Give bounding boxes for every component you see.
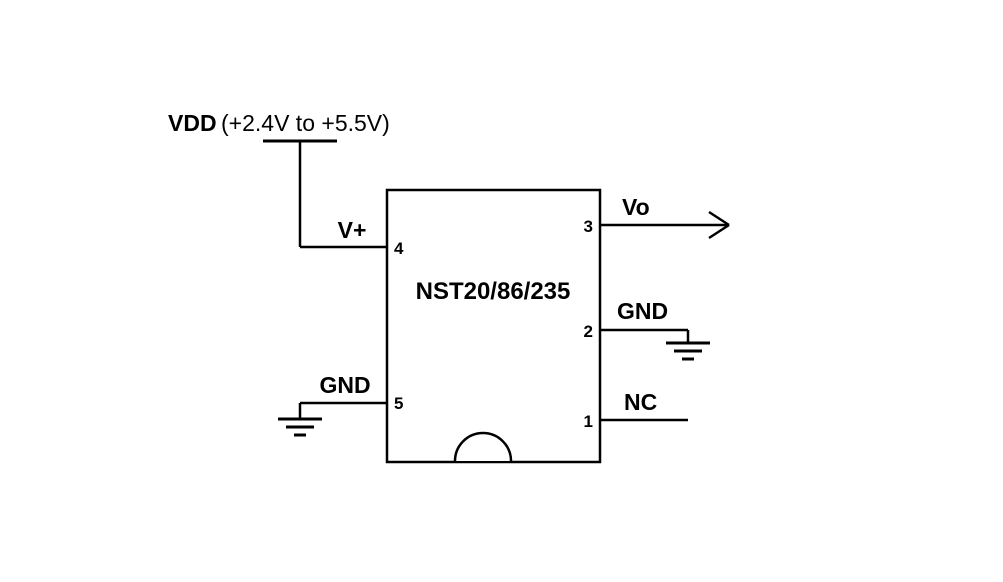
pin-3-vo: Vo 3 <box>584 194 730 240</box>
ground-symbol-right-icon <box>666 341 710 361</box>
pin-4-vplus: V+ 4 <box>300 217 404 258</box>
pin-3-number: 3 <box>584 217 593 236</box>
pin-5-label: GND <box>319 372 370 398</box>
vdd-label-range: (+2.4V to +5.5V) <box>221 110 390 136</box>
pin-3-label: Vo <box>622 194 650 220</box>
ground-symbol-left-icon <box>278 417 322 437</box>
pin-1-number: 1 <box>584 412 593 431</box>
pin-4-label: V+ <box>338 217 367 243</box>
pin-1-label: NC <box>624 389 657 415</box>
ic-outline <box>385 188 602 464</box>
vdd-supply: VDD (+2.4V to +5.5V) <box>168 110 390 247</box>
vdd-label: VDD (+2.4V to +5.5V) <box>168 110 390 136</box>
pin-5-number: 5 <box>394 394 403 413</box>
pin-4-number: 4 <box>394 239 404 258</box>
ic-notch-icon <box>453 431 513 462</box>
pin-5-gnd: GND 5 <box>278 372 403 437</box>
pin-2-gnd: GND 2 <box>584 298 710 361</box>
pin-2-number: 2 <box>584 322 593 341</box>
pin-1-nc: NC 1 <box>584 389 688 431</box>
vdd-label-name: VDD <box>168 110 217 136</box>
ic-part-number: NST20/86/235 <box>416 278 571 305</box>
output-arrow-icon <box>708 210 730 240</box>
pin-2-label: GND <box>617 298 668 324</box>
ic-body: NST20/86/235 <box>385 188 602 464</box>
